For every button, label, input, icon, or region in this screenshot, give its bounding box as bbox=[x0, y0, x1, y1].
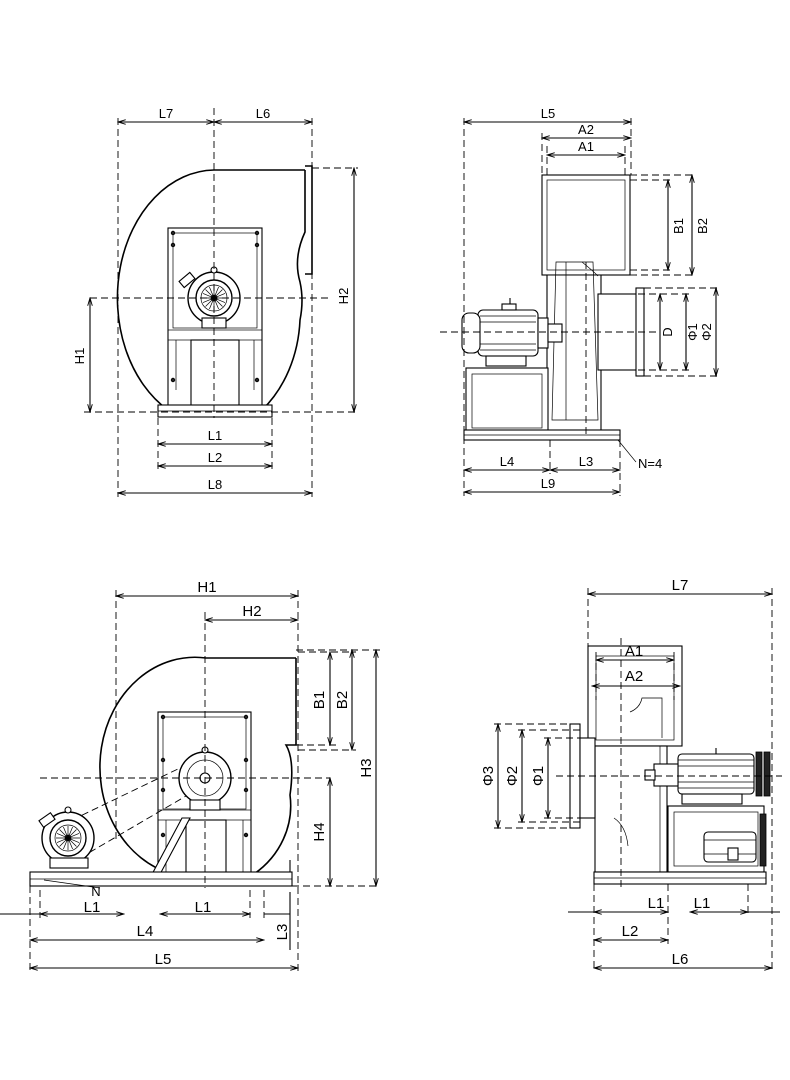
dim-label-l3: L3 bbox=[274, 924, 291, 941]
dim-label-b2: B2 bbox=[695, 218, 710, 234]
dim-label-a1: A1 bbox=[578, 139, 594, 154]
scroll-housing bbox=[99, 656, 297, 875]
dim-label-l9: L9 bbox=[541, 476, 555, 491]
dim-label-a2: A2 bbox=[625, 668, 643, 685]
dim-label-l5: L5 bbox=[155, 951, 172, 968]
dim-label-d: D bbox=[660, 327, 675, 336]
dim-label-b1: B1 bbox=[671, 218, 686, 234]
dim-label-phi1: Φ1 bbox=[685, 323, 700, 341]
dim-label-phi2: Φ2 bbox=[699, 323, 714, 341]
base-frame bbox=[463, 367, 621, 441]
base-frame bbox=[593, 805, 767, 885]
dim-label-l1-right: L1 bbox=[195, 899, 212, 916]
view-front-bottom: H1 H2 B1 B2 H3 H4 N L1 L1 L3 L4 L5 bbox=[0, 579, 380, 972]
outlet-duct bbox=[541, 174, 631, 276]
dim-label-l6: L6 bbox=[672, 951, 689, 968]
dim-label-h2: H2 bbox=[242, 603, 261, 620]
dim-label-a2: A2 bbox=[578, 122, 594, 137]
dim-label-h2: H2 bbox=[336, 288, 351, 305]
dim-label-l4: L4 bbox=[500, 454, 514, 469]
outlet-duct bbox=[587, 645, 683, 747]
dim-label-l1-left: L1 bbox=[84, 899, 101, 916]
dim-label-phi3: Φ3 bbox=[480, 766, 497, 786]
dim-label-l7: L7 bbox=[672, 577, 689, 594]
dim-label-l6: L6 bbox=[256, 106, 270, 121]
view-front-top: L7 L6 H1 H2 L1 L2 L8 bbox=[72, 106, 358, 497]
dim-label-l1-right: L1 bbox=[694, 895, 711, 912]
dim-label-b1: B1 bbox=[311, 691, 328, 709]
dim-label-l5: L5 bbox=[541, 106, 555, 121]
dim-label-phi2: Φ2 bbox=[504, 766, 521, 786]
motor-side bbox=[461, 298, 563, 367]
dim-label-l7: L7 bbox=[159, 106, 173, 121]
view-side-bottom: L7 A1 A2 Φ3 Φ2 Φ1 L1 L1 L2 L6 bbox=[480, 577, 782, 972]
dim-label-l1-left: L1 bbox=[648, 895, 665, 912]
dim-label-l8: L8 bbox=[208, 477, 222, 492]
dim-label-n: N=4 bbox=[638, 456, 662, 471]
belt bbox=[71, 767, 187, 859]
motor-small bbox=[38, 806, 95, 869]
dim-label-l2: L2 bbox=[622, 923, 639, 940]
dim-label-phi1: Φ1 bbox=[530, 766, 547, 786]
base-rail bbox=[29, 871, 293, 889]
dim-label-h1: H1 bbox=[72, 348, 87, 365]
dim-label-b2: B2 bbox=[334, 691, 351, 709]
dim-label-l1: L1 bbox=[208, 428, 222, 443]
dim-label-n: N bbox=[91, 884, 100, 899]
dim-label-l3: L3 bbox=[579, 454, 593, 469]
dim-label-h4: H4 bbox=[311, 822, 328, 841]
dim-label-a1: A1 bbox=[625, 643, 643, 660]
fan-casing bbox=[546, 261, 602, 431]
view-side-top: L5 A2 A1 B1 B2 D Φ1 Φ2 L4 L3 L9 N=4 bbox=[440, 106, 720, 496]
dim-label-h3: H3 bbox=[358, 758, 375, 777]
dim-label-l4: L4 bbox=[137, 923, 154, 940]
pulley-motor bbox=[644, 748, 771, 805]
dim-label-h1: H1 bbox=[197, 579, 216, 596]
dim-label-l2: L2 bbox=[208, 450, 222, 465]
